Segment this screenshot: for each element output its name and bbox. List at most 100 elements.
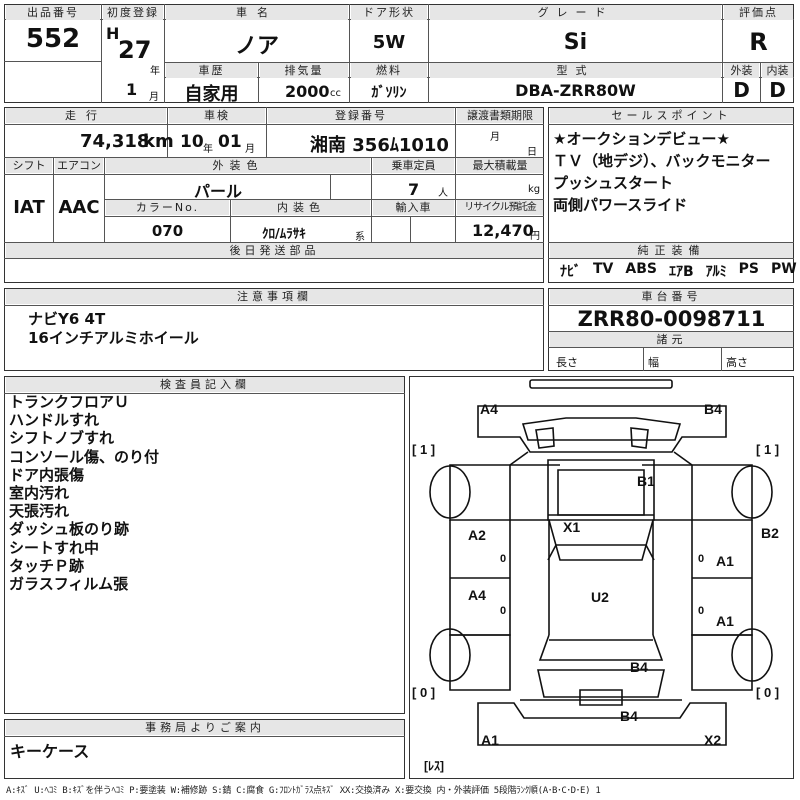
roof (547, 459, 655, 521)
fuel: ｶﾞｿﾘﾝ (371, 85, 407, 101)
import-label: 輸入車 (373, 200, 454, 215)
equipment-label: 純正装備 (550, 243, 793, 258)
damage-diagram (409, 376, 794, 779)
equipment-item: PW (771, 261, 797, 277)
mark-b4-rear-bumper: B4 (620, 708, 638, 724)
notes-label: 注意事項欄 (6, 289, 543, 304)
vehicle-info-section (4, 107, 544, 283)
month-unit: 月 (149, 92, 159, 103)
exterior-color: パール (193, 182, 242, 201)
notes-list: ナビY6 4T 16インチアルミホイール (28, 310, 199, 348)
tire-rl-depth: [ 0 ] (412, 685, 435, 700)
chassis-label: 車台番号 (550, 289, 793, 304)
equipment-list: ﾅﾋﾞ TV ABS ｴｱB ｱﾙﾐ PS PW (560, 261, 797, 281)
mark-b4-front-right: B4 (704, 401, 722, 417)
sales-point-line: ★オークションデビュー★ (553, 130, 730, 148)
reg-year: 27 (118, 36, 152, 64)
car-name-label: 車名 (166, 5, 348, 20)
equipment-item: ｱﾙﾐ (705, 264, 727, 280)
inspector-line: ハンドルすれ (9, 411, 100, 430)
mark-a1-rear-left: A1 (481, 732, 499, 748)
model-label: 型式 (430, 63, 721, 78)
mark-a4-front-left: A4 (480, 401, 498, 417)
inspector-line: 天張汚れ (9, 502, 70, 521)
recycle-unit: 円 (530, 231, 540, 242)
car-diagram-svg: A4 B4 B1 X1 A2 B2 A1 A4 U2 A1 B4 B4 A1 X… (412, 379, 779, 773)
ac-label: エアコン (55, 158, 103, 173)
office-text: キーケース (10, 742, 90, 761)
reg-month: 1 (126, 80, 138, 99)
sales-point-line: ＴＶ（地デジ）、バックモニター (553, 152, 771, 170)
sales-point-line: 両側パワースライド (553, 196, 688, 214)
equipment-item: TV (593, 261, 614, 277)
max-load-unit: kg (528, 184, 541, 195)
grade: Si (563, 30, 588, 55)
mark-u2: U2 (591, 589, 609, 605)
interior-color-label: 内装色 (232, 200, 370, 215)
score-label: 評価点 (724, 5, 793, 20)
note-line: 16インチアルミホイール (28, 329, 199, 347)
color-no: 070 (151, 222, 184, 240)
sales-points-section (548, 107, 794, 283)
era: H (106, 24, 120, 43)
inspector-line: シフトノブすれ (9, 429, 115, 448)
door-mark: 0 (698, 605, 704, 617)
inspector-line: 室内汚れ (9, 484, 70, 503)
inspector-section (4, 376, 405, 714)
interior-grade: D (769, 78, 786, 102)
mark-b1: B1 (637, 473, 655, 489)
equipment-item: ﾅﾋﾞ (560, 264, 581, 280)
inspector-line: コンソール傷、のり付 (9, 447, 160, 466)
capacity: 7 (408, 180, 420, 199)
inspector-line: シートすれ中 (9, 538, 100, 557)
model-code: DBA-ZRR80W (515, 81, 636, 100)
lot-label: 出品番号 (6, 5, 100, 20)
mileage-label: 走行 (6, 108, 166, 123)
recycle-label: リサイクル預託金 (457, 200, 543, 215)
score: R (749, 28, 768, 56)
mileage-unit: km (143, 131, 174, 152)
inspection-year: 10 (180, 132, 204, 152)
first-reg-label: 初度登録 (103, 5, 163, 20)
interior-color: ｸﾛ/ﾑﾗｻｷ (262, 227, 306, 242)
mark-b4-rear-window: B4 (630, 659, 648, 675)
transfer-day: 日 (527, 147, 537, 158)
mark-x2-rear-right: X2 (704, 732, 721, 748)
sales-point-line: プッシュスタート (553, 174, 674, 192)
capacity-unit: 人 (438, 188, 448, 199)
lot-number: 552 (25, 24, 81, 54)
mark-a1-right-rear: A1 (716, 613, 734, 629)
top-bar (529, 379, 673, 389)
car-name: ノア (234, 34, 279, 59)
inspector-label: 検査員記入欄 (6, 377, 404, 392)
equipment-item: PS (738, 261, 759, 277)
exterior-grade: D (733, 78, 750, 102)
exterior-label: 外装 (724, 63, 759, 78)
inspection-month-unit: 月 (245, 144, 255, 155)
door-mark: 0 (500, 553, 506, 565)
transfer-label: 譲渡書類期限 (457, 108, 543, 123)
rear-bumper (477, 702, 727, 746)
displacement-unit: cc (330, 88, 341, 99)
length-label: 長さ (556, 356, 578, 369)
inspector-line: トランクフロアＵ (9, 393, 130, 411)
ac: AAC (58, 197, 100, 218)
tire-fr-depth: [ 1 ] (756, 442, 779, 457)
tire-fl-depth: [ 1 ] (412, 442, 435, 457)
plate-number: 湘南 356ﾑ1010 (310, 135, 449, 156)
door-type: 5W (372, 32, 406, 53)
rear-window (537, 669, 665, 698)
front-outline (477, 405, 727, 453)
inspection-year-unit: 年 (203, 144, 213, 155)
header-section (4, 4, 794, 103)
equipment-item: ABS (625, 261, 657, 277)
color-no-label: カラーNo. (106, 200, 229, 215)
mileage: 74,318 (80, 131, 150, 152)
legend-text: A:ｷｽﾞ U:ﾍｺﾐ B:ｷｽﾞを伴うﾍｺﾐ P:要塗装 W:補修跡 S:錆 … (6, 786, 601, 796)
height-label: 高さ (726, 356, 748, 369)
displacement: 2000 (285, 82, 330, 101)
recycle-amount: 12,470 (472, 221, 534, 240)
mark-a1-right-door: A1 (716, 553, 734, 569)
history: 自家用 (184, 84, 239, 105)
windshield (521, 417, 682, 441)
